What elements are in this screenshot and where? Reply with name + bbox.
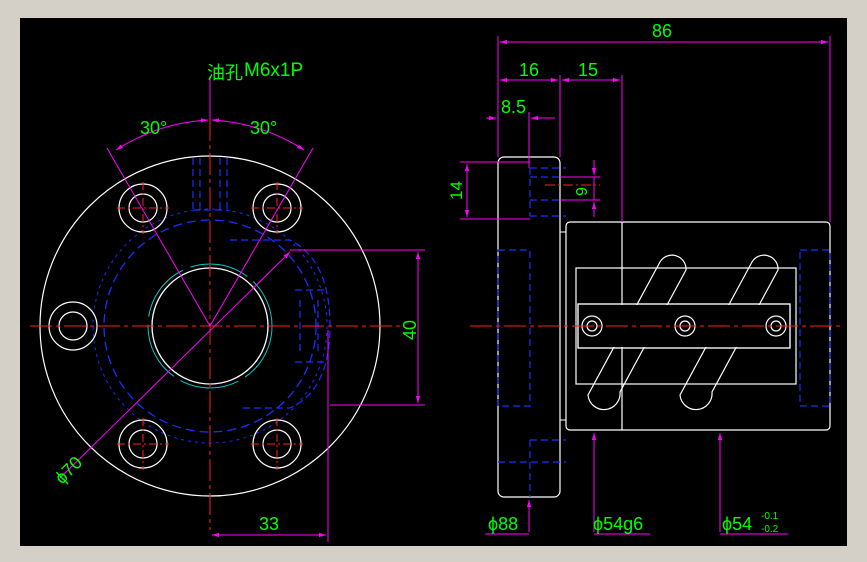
dim-16-label: 16 <box>519 60 539 80</box>
dia-54-label: ϕ54 <box>722 514 752 534</box>
angle-right-label: 30° <box>250 118 277 138</box>
side-hidden-lines <box>497 167 831 497</box>
return-tubes <box>587 254 779 411</box>
dim-40 <box>290 249 425 406</box>
angle-dimensions <box>106 118 314 327</box>
dim-40-label: 40 <box>400 320 420 340</box>
tol-upper-label: -0.1 <box>761 511 779 522</box>
dim-86-label: 86 <box>652 21 672 41</box>
side-dimensions <box>460 36 831 535</box>
dim-14-label: 14 <box>447 181 466 200</box>
dim-33-label: 33 <box>259 514 279 534</box>
bolt-hole-top-right <box>251 182 303 234</box>
cad-drawing: 油孔 M6x1P 30° 30° 40 33 ϕ70 <box>30 21 842 542</box>
side-flange <box>497 156 561 498</box>
bolt-hole-bottom-right <box>251 418 303 470</box>
cad-canvas[interactable]: 油孔 M6x1P 30° 30° 40 33 ϕ70 <box>20 18 847 546</box>
dim-9-label: 9 <box>574 187 591 196</box>
pcd-leader <box>59 251 291 479</box>
dia-54g6-label: ϕ54g6 <box>593 514 643 534</box>
tol-lower-label: -0.2 <box>761 524 779 535</box>
side-view: 86 16 15 8.5 14 9 ϕ88 ϕ54g6 ϕ54 -0.1 -0.… <box>447 21 842 535</box>
dia-88-label: ϕ88 <box>488 514 518 534</box>
bolt-hole-top-left <box>117 182 169 234</box>
angle-left-label: 30° <box>140 118 167 138</box>
dim-33 <box>212 330 329 542</box>
front-view: 油孔 M6x1P 30° 30° 40 33 ϕ70 <box>30 60 425 542</box>
bolt-hole-bottom-left <box>117 418 169 470</box>
oil-hole-hidden <box>192 158 228 211</box>
oil-hole-label: 油孔 <box>207 63 243 84</box>
dim-8-5-label: 8.5 <box>501 97 526 117</box>
dim-15-label: 15 <box>578 60 598 80</box>
thread-label: M6x1P <box>244 60 303 81</box>
